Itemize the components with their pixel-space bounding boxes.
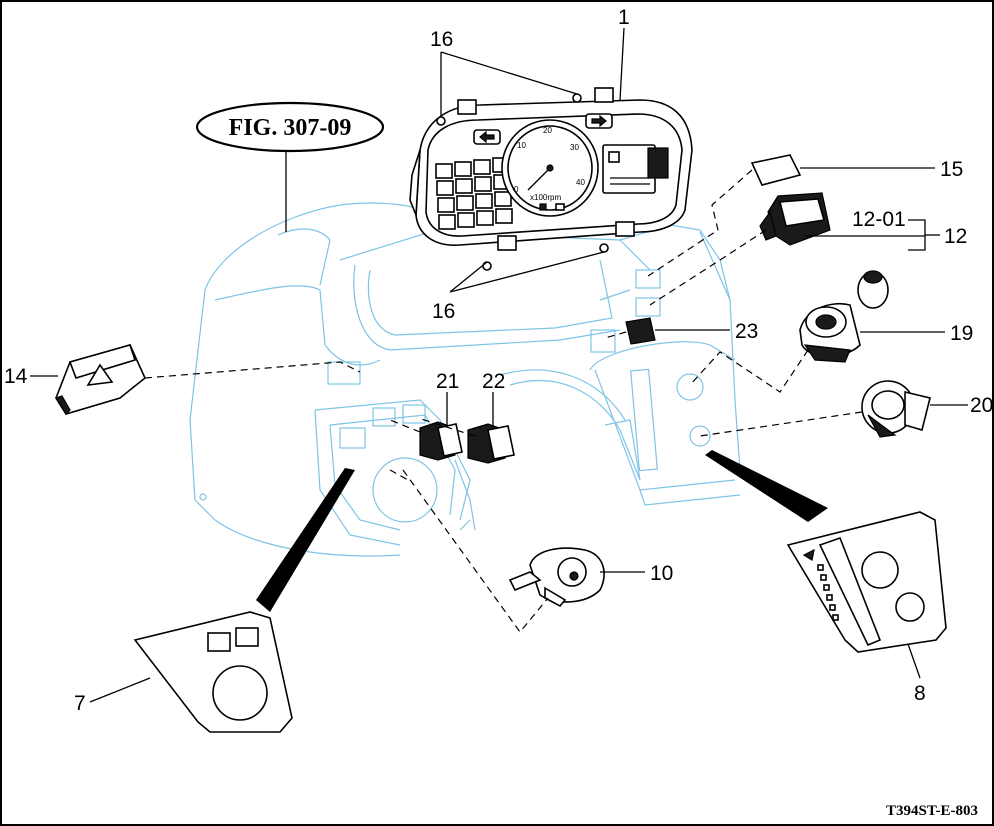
indicator-icon xyxy=(555,203,565,211)
callout-1: 1 xyxy=(618,6,630,29)
figure-title: FIG. 307-09 xyxy=(229,115,352,141)
hazard-triangle-icon xyxy=(86,363,114,386)
callout-8: 8 xyxy=(914,682,926,705)
switch-21 xyxy=(419,421,463,461)
hazard-switch xyxy=(55,344,146,415)
instrument-cluster: 0 10 20 30 40 x100rpm xyxy=(409,87,693,251)
combination-switch-10 xyxy=(508,547,605,608)
switch-panel-7 xyxy=(133,611,293,733)
callout-16-bottom: 16 xyxy=(432,300,455,323)
indicator-icon xyxy=(539,203,547,211)
lcd-display xyxy=(602,144,669,194)
mount-tab xyxy=(457,99,477,115)
tach-tick-40: 40 xyxy=(576,178,585,187)
figure-title-ellipse xyxy=(195,101,385,153)
callout-14: 14 xyxy=(4,365,28,388)
switch-22 xyxy=(467,423,515,464)
mount-tab xyxy=(594,87,614,103)
tachometer: 0 10 20 30 40 x100rpm xyxy=(501,119,599,217)
blank-plug-23 xyxy=(625,317,656,345)
rpm-unit-label: x100rpm xyxy=(530,193,561,202)
view-arrow-right xyxy=(705,450,828,522)
tach-tick-0: 0 xyxy=(514,185,519,194)
callout-15: 15 xyxy=(940,158,963,181)
callout-12-01: 12-01 xyxy=(852,208,906,231)
switch-panel-8 xyxy=(786,511,947,653)
dashboard-panel-outline xyxy=(189,202,741,557)
callout-7: 7 xyxy=(74,692,86,715)
callout-20: 20 xyxy=(970,394,993,417)
view-arrow-left xyxy=(256,468,355,612)
tach-tick-30: 30 xyxy=(570,143,579,152)
callout-12: 12 xyxy=(944,225,967,248)
drawing-code: T394ST-E-803 xyxy=(886,803,978,819)
key-switch-19 xyxy=(799,270,889,363)
knob-20 xyxy=(861,380,931,438)
screw-icon xyxy=(436,116,446,126)
switch-12 xyxy=(759,192,831,246)
right-arrow-icon xyxy=(591,114,607,128)
callout-10: 10 xyxy=(650,562,673,585)
screw-icon xyxy=(572,93,582,103)
leader-lines xyxy=(30,27,968,703)
screw-icon xyxy=(599,243,609,253)
tach-tick-20: 20 xyxy=(543,126,552,135)
assembly-lines xyxy=(144,169,863,633)
screw-icon xyxy=(482,261,492,271)
left-arrow-icon xyxy=(479,130,495,144)
blank-plug-15 xyxy=(750,154,802,186)
callout-22: 22 xyxy=(482,370,505,393)
callout-16-top: 16 xyxy=(430,28,453,51)
tach-tick-10: 10 xyxy=(517,141,526,150)
mount-tab xyxy=(615,221,635,237)
callout-19: 19 xyxy=(950,322,973,345)
callout-21: 21 xyxy=(436,370,459,393)
callout-23: 23 xyxy=(735,320,758,343)
mount-tab xyxy=(497,235,517,251)
